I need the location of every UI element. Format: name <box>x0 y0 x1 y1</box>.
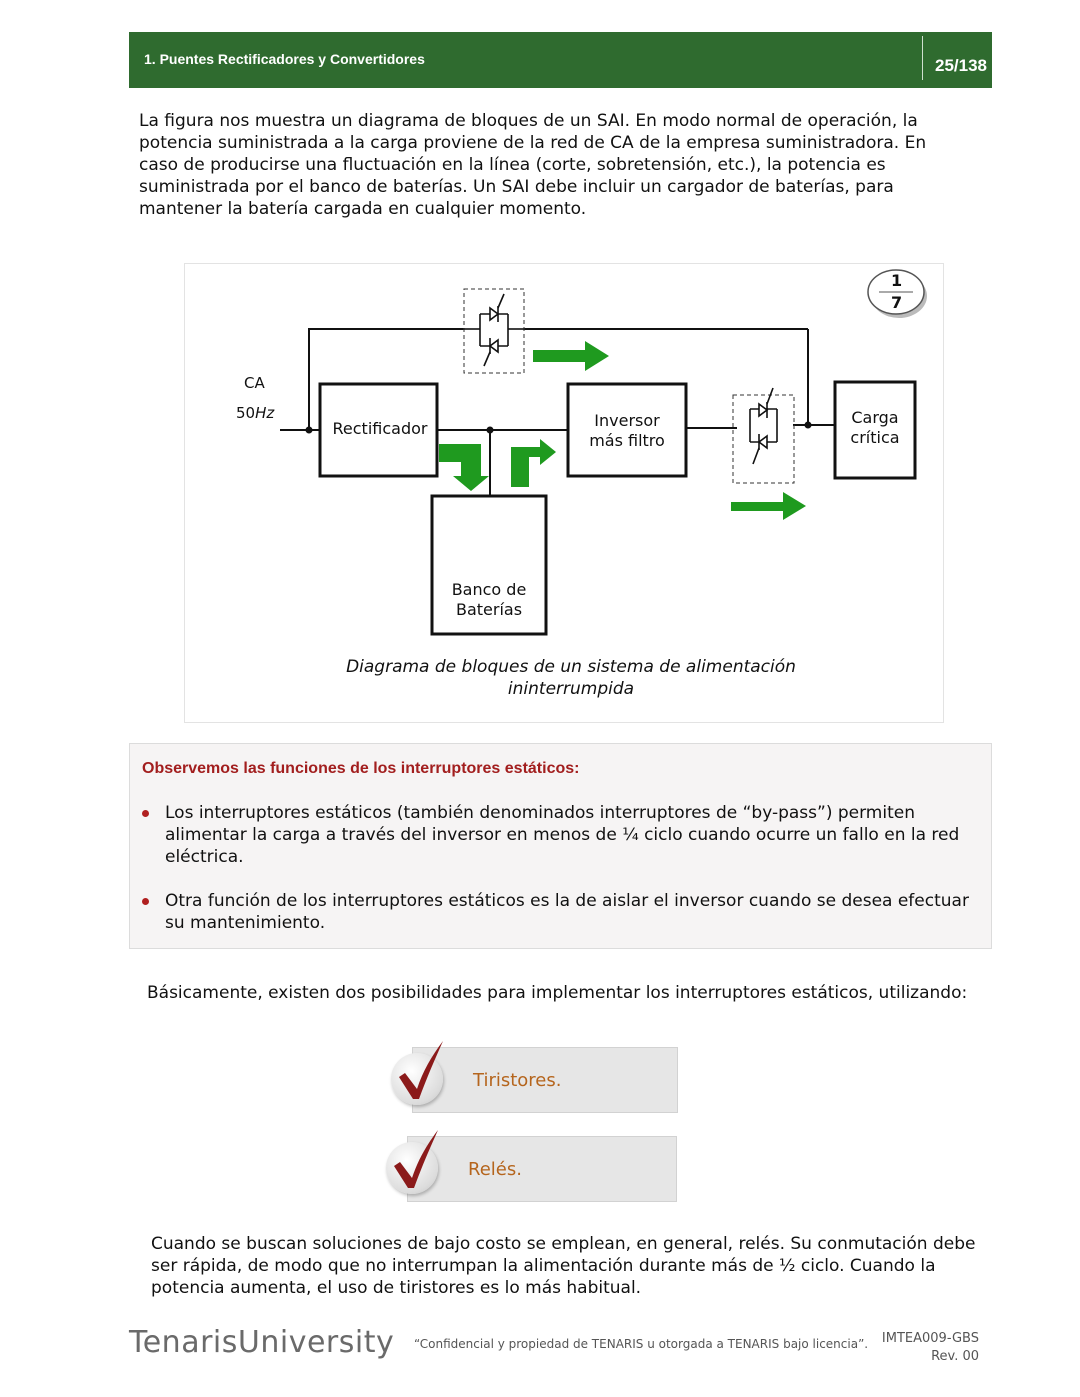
closing-paragraph: Cuando se buscan soluciones de bajo cost… <box>151 1234 976 1298</box>
badge-top: 1 <box>891 271 903 290</box>
rectifier-block: Rectificador <box>332 419 428 438</box>
battery-block: Banco de Baterías <box>451 580 527 619</box>
intro-paragraph: La figura nos muestra un diagrama de blo… <box>139 111 927 219</box>
callout-heading: Observemos las funciones de los interrup… <box>142 760 580 777</box>
document-code: IMTEA009-GBS Rev. 00 <box>881 1331 979 1364</box>
options-intro: Básicamente, existen dos posibilidades p… <box>147 983 968 1003</box>
inverter-block: Inversor más filtro <box>589 411 665 450</box>
checkmark-icon <box>391 1041 443 1105</box>
list-item: Otra función de los interruptores estáti… <box>142 890 982 934</box>
option-thyristors: Tiristores. <box>391 1041 678 1113</box>
tenaris-logo: TenarisUniversity <box>129 1325 395 1360</box>
checkmark-icon <box>386 1130 438 1194</box>
ups-block-diagram: CA 50Hz 1 7 Rectificador Inversor más fi… <box>184 263 944 723</box>
bullet-icon <box>142 810 149 817</box>
load-block: Carga crítica <box>850 408 900 447</box>
frequency-label: 50Hz <box>236 404 275 422</box>
option-relays: Relés. <box>386 1130 677 1202</box>
bullet-icon <box>142 898 149 905</box>
confidential-notice: “Confidencial y propiedad de TENARIS u o… <box>414 1337 869 1351</box>
page-header: 1. Puentes Rectificadores y Convertidore… <box>129 32 992 88</box>
figure-caption: Diagrama de bloques de un sistema de ali… <box>346 657 796 699</box>
header-divider <box>922 36 923 80</box>
diagram-drawing <box>280 269 927 636</box>
ca-label: CA <box>244 374 265 392</box>
list-item: Los interruptores estáticos (también den… <box>142 802 982 868</box>
option-label: Tiristores. <box>473 1070 562 1091</box>
page-number: 25/138 <box>935 56 987 75</box>
static-switch-callout: Observemos las funciones de los interrup… <box>129 743 992 949</box>
option-label: Relés. <box>468 1159 522 1180</box>
badge-bottom: 7 <box>891 293 903 312</box>
section-title: 1. Puentes Rectificadores y Convertidore… <box>144 51 425 67</box>
callout-list: Los interruptores estáticos (también den… <box>142 802 982 956</box>
